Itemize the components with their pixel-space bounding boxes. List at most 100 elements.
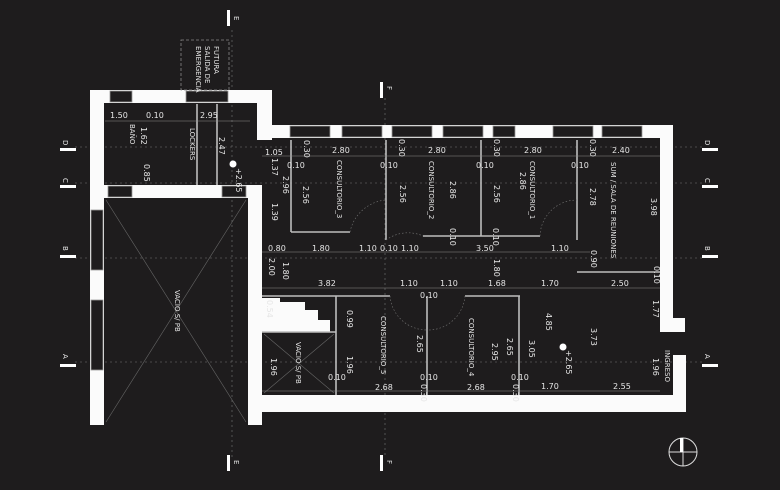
dimension-label: 0.10 <box>380 161 398 170</box>
void-crosses <box>105 39 335 423</box>
dimension-label: 0.85 <box>142 164 151 182</box>
room-consultorio-4: CONSULTORIO_4 <box>467 318 475 377</box>
dimension-label: 2.00 <box>267 258 276 276</box>
walls <box>90 90 686 425</box>
dimension-label: 1.62 <box>139 127 148 145</box>
dimension-label: 2.95 <box>200 111 218 120</box>
dimension-label: 3.50 <box>476 244 494 253</box>
dimension-label: 0.30 <box>588 139 597 157</box>
dimension-label: 2.95 <box>490 343 499 361</box>
dimension-label: B <box>703 246 711 251</box>
room-vacio-big: VACIO S/ PB <box>173 290 181 332</box>
dimension-label: 1.37 <box>270 158 279 176</box>
future-exit-label: SALIDA DE <box>203 46 211 83</box>
future-exit-label: EMERGENCIA <box>194 46 202 93</box>
dimension-labels: 1.50 0.10 2.95 1.62 2.47 0.85 1.05 1.37 … <box>110 111 661 402</box>
dimension-label: 1.80 <box>492 259 501 277</box>
dimension-label: 0.90 <box>589 250 598 268</box>
dimension-label: 2.40 <box>612 146 630 155</box>
room-vacio-small: VACIO S/ PB <box>294 342 302 384</box>
dimension-label: 3.82 <box>318 279 336 288</box>
dimension-label: 0.10 <box>476 161 494 170</box>
dimension-label: 1.80 <box>312 244 330 253</box>
dimension-label: 1.68 <box>488 279 506 288</box>
dimension-label: F <box>385 460 393 464</box>
dimension-label: 2.78 <box>588 188 597 206</box>
level-marker: +2.65 <box>229 160 243 193</box>
room-consultorio-5: CONSULTORIO_5 <box>379 316 387 374</box>
dimension-label: 2.56 <box>301 186 310 204</box>
future-exit-outline <box>180 39 230 91</box>
section-markers: E E F F D D C C B B A A <box>60 10 718 471</box>
dimension-label: 0.10 <box>380 244 398 253</box>
room-consultorio-2: CONSULTORIO_2 <box>427 161 435 219</box>
dimension-label: 2.56 <box>492 185 501 203</box>
dimension-label: 2.55 <box>613 382 631 391</box>
dimension-label: 2.47 <box>217 137 226 155</box>
level-marker: +2.65 <box>559 343 573 375</box>
dimension-label: 4.85 <box>544 313 553 331</box>
dimension-label: 0.10 <box>328 373 346 382</box>
dimension-label: C <box>703 178 711 183</box>
dimension-label: 0.30 <box>419 384 428 402</box>
dimension-label: 0.80 <box>268 244 286 253</box>
dimension-label: 0.10 <box>448 228 457 246</box>
dimension-label: 0.10 <box>491 228 500 246</box>
dimension-label: 0.99 <box>345 310 354 328</box>
dimension-label: A <box>61 354 69 359</box>
dimension-label: F <box>385 86 393 90</box>
dimension-label: 3.73 <box>589 328 598 346</box>
dimension-label: D <box>61 140 69 145</box>
dimension-label: 2.80 <box>332 146 350 155</box>
dimension-label: A <box>703 354 711 359</box>
dimension-label: B <box>61 246 69 251</box>
dimension-label: +2.65 <box>234 168 243 193</box>
dimension-label: 1.77 <box>651 300 660 318</box>
dimension-label: 1.96 <box>345 356 354 374</box>
dimension-label: 0.54 <box>265 300 274 318</box>
dimension-label: 0.30 <box>302 140 311 158</box>
dimension-label: 1.39 <box>270 203 279 221</box>
dimension-label: D <box>703 140 711 145</box>
dimension-label: 1.10 <box>440 279 458 288</box>
dimension-label: E <box>232 460 240 464</box>
dimension-label: 0.10 <box>420 373 438 382</box>
dimension-label: 0.10 <box>287 161 305 170</box>
dimension-label: 0.30 <box>397 139 406 157</box>
dimension-label: 1.70 <box>541 279 559 288</box>
future-exit-label: FUTURA <box>212 46 220 74</box>
dimension-label: 1.80 <box>281 262 290 280</box>
dimension-label: 2.65 <box>505 338 514 356</box>
room-consultorio-1: CONSULTORIO_1 <box>528 161 536 219</box>
dimension-label: 0.10 <box>652 266 661 284</box>
dimension-label: 0.10 <box>511 373 529 382</box>
dimension-label: 2.68 <box>467 383 485 392</box>
room-ingreso: INGRESO <box>663 350 671 382</box>
dimension-label: 2.68 <box>375 383 393 392</box>
room-labels: BAÑO LOCKERS CONSULTORIO_3 CONSULTORIO_2… <box>128 46 671 384</box>
dimension-label: 3.98 <box>649 198 658 216</box>
dimension-label: 1.96 <box>651 358 660 376</box>
dimension-label: 2.86 <box>448 181 457 199</box>
dimension-label: C <box>61 178 69 183</box>
dimension-label: 1.96 <box>269 358 278 376</box>
dimension-label: 0.30 <box>511 384 520 402</box>
partitions <box>196 104 660 395</box>
dimension-lines <box>105 120 660 392</box>
dimension-label: 1.10 <box>400 279 418 288</box>
dimension-label: 3.05 <box>527 340 536 358</box>
dimension-label: 1.70 <box>541 382 559 391</box>
dimension-label: 0.30 <box>492 139 501 157</box>
dimension-label: 1.10 <box>401 244 419 253</box>
dimension-label: 0.10 <box>571 161 589 170</box>
dimension-label: +2.65 <box>564 350 573 375</box>
dimension-label: 2.56 <box>398 185 407 203</box>
room-sum: SUM / SALA DE REUNIONES <box>609 162 617 259</box>
north-arrow-icon <box>668 437 698 467</box>
dimension-label: E <box>232 16 240 20</box>
dimension-label: 1.05 <box>265 148 283 157</box>
dimension-label: 2.86 <box>518 172 527 190</box>
room-bano: BAÑO <box>128 124 137 145</box>
dimension-label: 1.10 <box>359 244 377 253</box>
